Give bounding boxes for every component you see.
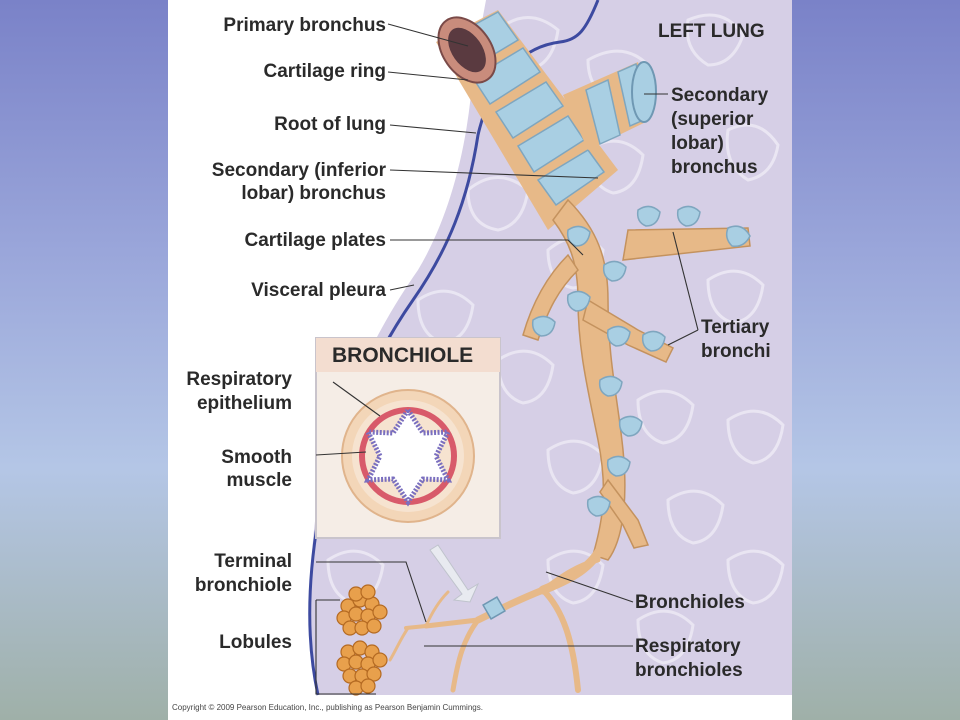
label-root-of-lung: Root of lung — [274, 114, 386, 135]
inset-title: BRONCHIOLE — [332, 344, 474, 367]
label-respiratory-bronchioles-line1: Respiratory — [635, 636, 741, 657]
label-smooth-muscle-line2: muscle — [226, 470, 292, 491]
label-secondary-superior-line3: lobar) — [671, 133, 724, 154]
bronchioles — [388, 545, 605, 693]
corner-label-left-lung: LEFT LUNG — [658, 21, 765, 42]
visceral-pleura-line — [308, 0, 600, 696]
label-secondary-superior-line2: (superior — [671, 109, 754, 130]
inset-callout-arrow — [429, 544, 480, 603]
slide-panel: LEFT LUNG Primary bronchus Cartilage rin… — [168, 0, 792, 720]
label-secondary-superior-line1: Secondary — [671, 85, 769, 106]
label-visceral-pleura: Visceral pleura — [251, 280, 386, 301]
label-secondary-superior-line4: bronchus — [671, 157, 758, 178]
leader-lines — [315, 23, 699, 695]
label-secondary-inferior-line2: lobar) bronchus — [241, 183, 386, 204]
label-lobules: Lobules — [219, 632, 292, 653]
secondary-superior-bronchus — [563, 61, 657, 150]
label-smooth-muscle-line1: Smooth — [221, 447, 292, 468]
label-terminal-bronchiole-line2: bronchiole — [194, 575, 292, 596]
label-cartilage-plates: Cartilage plates — [244, 230, 387, 251]
label-bronchioles: Bronchioles — [635, 592, 745, 613]
label-respiratory-epithelium-line2: epithelium — [196, 393, 292, 414]
bronchiole-inset — [315, 337, 501, 539]
inferior-bronchial-tree — [522, 198, 751, 561]
lobules — [336, 584, 388, 696]
label-tertiary-bronchi-line2: bronchi — [701, 341, 771, 362]
label-tertiary-bronchi-line1: Tertiary — [701, 317, 770, 338]
label-secondary-inferior-line1: Secondary (inferior — [211, 160, 386, 181]
label-cartilage-ring: Cartilage ring — [263, 61, 386, 82]
label-respiratory-bronchioles-line2: bronchioles — [635, 660, 743, 681]
bronchiole-cross-section-marker — [482, 596, 506, 620]
label-terminal-bronchiole-line1: Terminal — [214, 551, 292, 572]
label-primary-bronchus: Primary bronchus — [223, 15, 386, 36]
copyright-note: Copyright © 2009 Pearson Education, Inc.… — [172, 703, 483, 712]
lung-diagram — [308, 0, 792, 696]
label-respiratory-epithelium-line1: Respiratory — [186, 369, 292, 390]
